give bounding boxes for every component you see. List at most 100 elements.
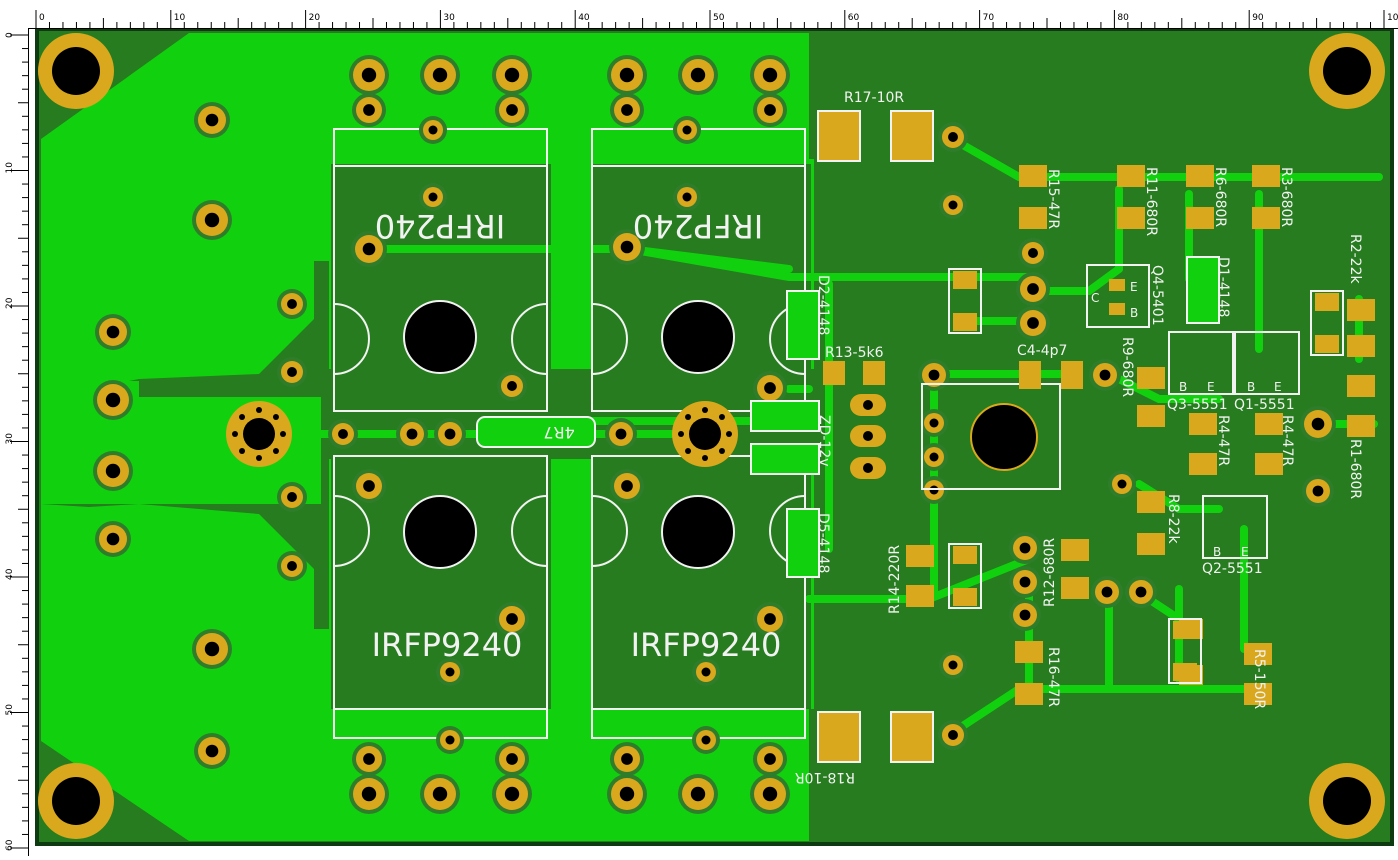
q4-pin-c: C	[1091, 291, 1099, 305]
drill-hole	[690, 786, 706, 802]
drill-hole	[690, 67, 706, 83]
diodes	[750, 256, 1220, 578]
capacitor-outline	[948, 543, 982, 609]
label-r3: R3-680R	[1278, 167, 1294, 227]
star-ground-drill	[243, 418, 275, 450]
drill-hole	[361, 786, 377, 802]
mounting-holes	[38, 33, 1385, 839]
label-d5: D5-4148	[815, 513, 831, 573]
smd-pad	[1137, 491, 1165, 513]
via-hole	[702, 455, 708, 461]
drill-hole	[106, 325, 120, 339]
ruler-label: 10	[174, 13, 186, 23]
drill-hole	[1099, 369, 1111, 381]
smd-pad	[1061, 539, 1089, 561]
star-ground-drill	[689, 418, 721, 450]
smd-pad	[1252, 207, 1280, 229]
smd-pad	[906, 545, 934, 567]
smd-pad	[906, 585, 934, 607]
smd-pad	[1252, 165, 1280, 187]
label-q4: Q4-5401	[1149, 265, 1165, 326]
label-q1: Q1-5551	[1234, 397, 1295, 413]
drill-hole	[1027, 317, 1039, 329]
output-resistor-label: 4R7	[543, 423, 574, 442]
drill-hole	[1019, 576, 1031, 588]
drill-hole	[620, 240, 634, 254]
pcb-board-svg[interactable]: IRFP240 IRFP240 IRFP9240 IRFP9240 4R7	[29, 27, 1398, 856]
drill-hole	[762, 67, 778, 83]
large-smd-pads	[817, 110, 934, 763]
ruler-label: 40	[578, 13, 590, 23]
drill-hole	[204, 212, 220, 228]
drill-hole	[406, 428, 418, 440]
smd-pad	[1137, 367, 1165, 389]
ruler-label: 60	[5, 839, 15, 851]
pcb-canvas[interactable]: IRFP240 IRFP240 IRFP9240 IRFP9240 4R7	[29, 27, 1398, 856]
ruler-label: 20	[309, 13, 321, 23]
ruler-label: 30	[443, 13, 455, 23]
label-q3: Q3-5551	[1167, 397, 1228, 413]
capacitor-pad	[953, 313, 977, 331]
label-d2: D2-4148	[815, 275, 831, 335]
drill-hole	[287, 299, 297, 309]
q2-pin-e: E	[1241, 545, 1249, 559]
drill-hole	[1028, 248, 1038, 258]
label-q2: Q2-5551	[1202, 561, 1263, 577]
drill-hole	[338, 429, 348, 439]
q3-pin-e: E	[1207, 380, 1215, 394]
mosfet-mounting-holes	[403, 300, 735, 569]
q4-pin-b: B	[1130, 306, 1138, 320]
via-hole	[685, 414, 692, 421]
via-hole	[726, 431, 732, 437]
drill-hole	[363, 104, 375, 116]
drill-hole	[928, 369, 940, 381]
drill-hole	[428, 192, 438, 202]
via-hole	[239, 447, 246, 454]
smd-pads	[823, 165, 1375, 705]
via-hole	[232, 431, 238, 437]
smd-pad	[1189, 413, 1217, 435]
smd-pad	[1109, 303, 1125, 315]
drill-hole	[445, 735, 455, 745]
drill-hole	[105, 463, 121, 479]
label-zd: ZD-12v	[816, 415, 832, 467]
capacitor-pad	[1173, 663, 1197, 681]
drill-hole	[682, 125, 692, 135]
drill-hole	[362, 242, 376, 256]
drill-hole	[504, 67, 520, 83]
label-c4: C4-4p7	[1017, 343, 1067, 359]
drill-hole	[1019, 609, 1031, 621]
drill-hole	[948, 660, 958, 670]
smd-pad	[1137, 405, 1165, 427]
capacitor-outline	[948, 268, 982, 334]
via-hole	[239, 414, 246, 421]
q3-pin-b: B	[1179, 380, 1187, 394]
smd-pad	[1347, 375, 1375, 397]
smd-pad	[1117, 207, 1145, 229]
label-r14: R14-220R	[887, 545, 903, 614]
smd-pad	[1347, 299, 1375, 321]
through-hole-pads	[93, 55, 1336, 814]
label-r9: R9-680R	[1119, 337, 1135, 397]
via-hole	[718, 414, 725, 421]
drill-hole	[287, 561, 297, 571]
drill-hole	[863, 463, 873, 473]
drill-hole	[506, 753, 518, 765]
smd-pad	[1109, 279, 1125, 291]
ruler-label: 10	[1387, 13, 1398, 23]
capacitor-pad	[953, 271, 977, 289]
drill-hole	[205, 113, 219, 127]
driver-transistor-outline	[921, 383, 1061, 490]
drill-hole	[764, 613, 776, 625]
label-r17: R17-10R	[844, 90, 904, 106]
smd-pad	[823, 361, 845, 385]
drill-hole	[363, 480, 375, 492]
drill-hole	[929, 452, 939, 462]
drill-hole	[1135, 586, 1147, 598]
drill-hole	[506, 104, 518, 116]
